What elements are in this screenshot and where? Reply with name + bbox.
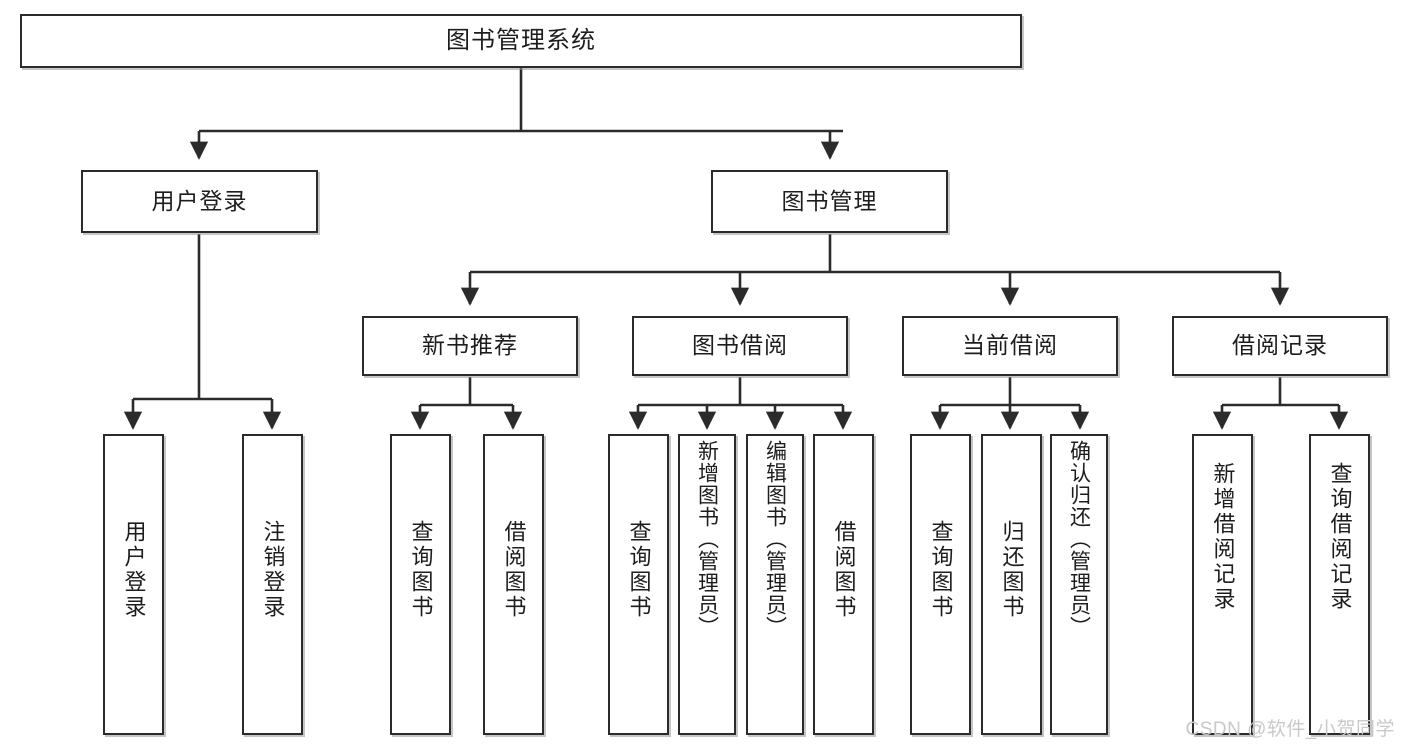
node-label: 用户登录 bbox=[151, 187, 248, 214]
node-label: 新增图书（管理员） bbox=[695, 440, 719, 638]
node-label: 注销登录 bbox=[260, 520, 286, 620]
node-label: 图书管理系统 bbox=[446, 26, 596, 54]
node-current-borrow[interactable]: 当前借阅 bbox=[902, 316, 1118, 376]
node-leaf-query-book-3[interactable]: 查询图书 bbox=[910, 434, 971, 735]
node-leaf-borrow-book-1[interactable]: 借阅图书 bbox=[483, 434, 544, 735]
node-label: 用户登录 bbox=[121, 520, 147, 620]
node-leaf-add-book[interactable]: 新增图书（管理员） bbox=[678, 434, 736, 735]
node-leaf-borrow-book-2[interactable]: 借阅图书 bbox=[813, 434, 874, 735]
node-book-manage[interactable]: 图书管理 bbox=[711, 170, 948, 233]
node-root-book-management-system[interactable]: 图书管理系统 bbox=[20, 14, 1022, 68]
node-leaf-user-login[interactable]: 用户登录 bbox=[103, 434, 164, 735]
watermark-text: CSDN @软件_小贺同学 bbox=[1185, 719, 1395, 740]
node-leaf-edit-book[interactable]: 编辑图书（管理员） bbox=[746, 434, 804, 735]
node-label: 图书管理 bbox=[781, 187, 878, 214]
node-label: 查询图书 bbox=[928, 520, 954, 620]
node-label: 确认归还（管理员） bbox=[1067, 440, 1091, 638]
node-book-borrow[interactable]: 图书借阅 bbox=[632, 316, 848, 376]
node-leaf-logout[interactable]: 注销登录 bbox=[242, 434, 303, 735]
node-label: 归还图书 bbox=[999, 520, 1025, 620]
node-label: 借阅记录 bbox=[1232, 332, 1328, 359]
node-leaf-query-book-1[interactable]: 查询图书 bbox=[390, 434, 451, 735]
node-borrow-record[interactable]: 借阅记录 bbox=[1172, 316, 1388, 376]
node-label: 编辑图书（管理员） bbox=[763, 440, 787, 638]
node-label: 借阅图书 bbox=[831, 520, 857, 620]
node-label: 查询图书 bbox=[626, 520, 652, 620]
node-leaf-add-record[interactable]: 新增借阅记录 bbox=[1192, 434, 1253, 735]
node-label: 当前借阅 bbox=[962, 332, 1058, 359]
node-label: 查询图书 bbox=[408, 520, 434, 620]
node-user-login[interactable]: 用户登录 bbox=[81, 170, 318, 233]
node-label: 新增借阅记录 bbox=[1210, 462, 1236, 612]
node-label: 图书借阅 bbox=[692, 332, 788, 359]
node-label: 借阅图书 bbox=[501, 520, 527, 620]
node-leaf-return-book[interactable]: 归还图书 bbox=[981, 434, 1042, 735]
node-label: 新书推荐 bbox=[422, 332, 518, 359]
node-label: 查询借阅记录 bbox=[1327, 462, 1353, 612]
node-leaf-query-record[interactable]: 查询借阅记录 bbox=[1309, 434, 1370, 735]
node-leaf-query-book-2[interactable]: 查询图书 bbox=[608, 434, 669, 735]
node-leaf-confirm-return[interactable]: 确认归还（管理员） bbox=[1050, 434, 1108, 735]
node-new-book-recommend[interactable]: 新书推荐 bbox=[362, 316, 578, 376]
